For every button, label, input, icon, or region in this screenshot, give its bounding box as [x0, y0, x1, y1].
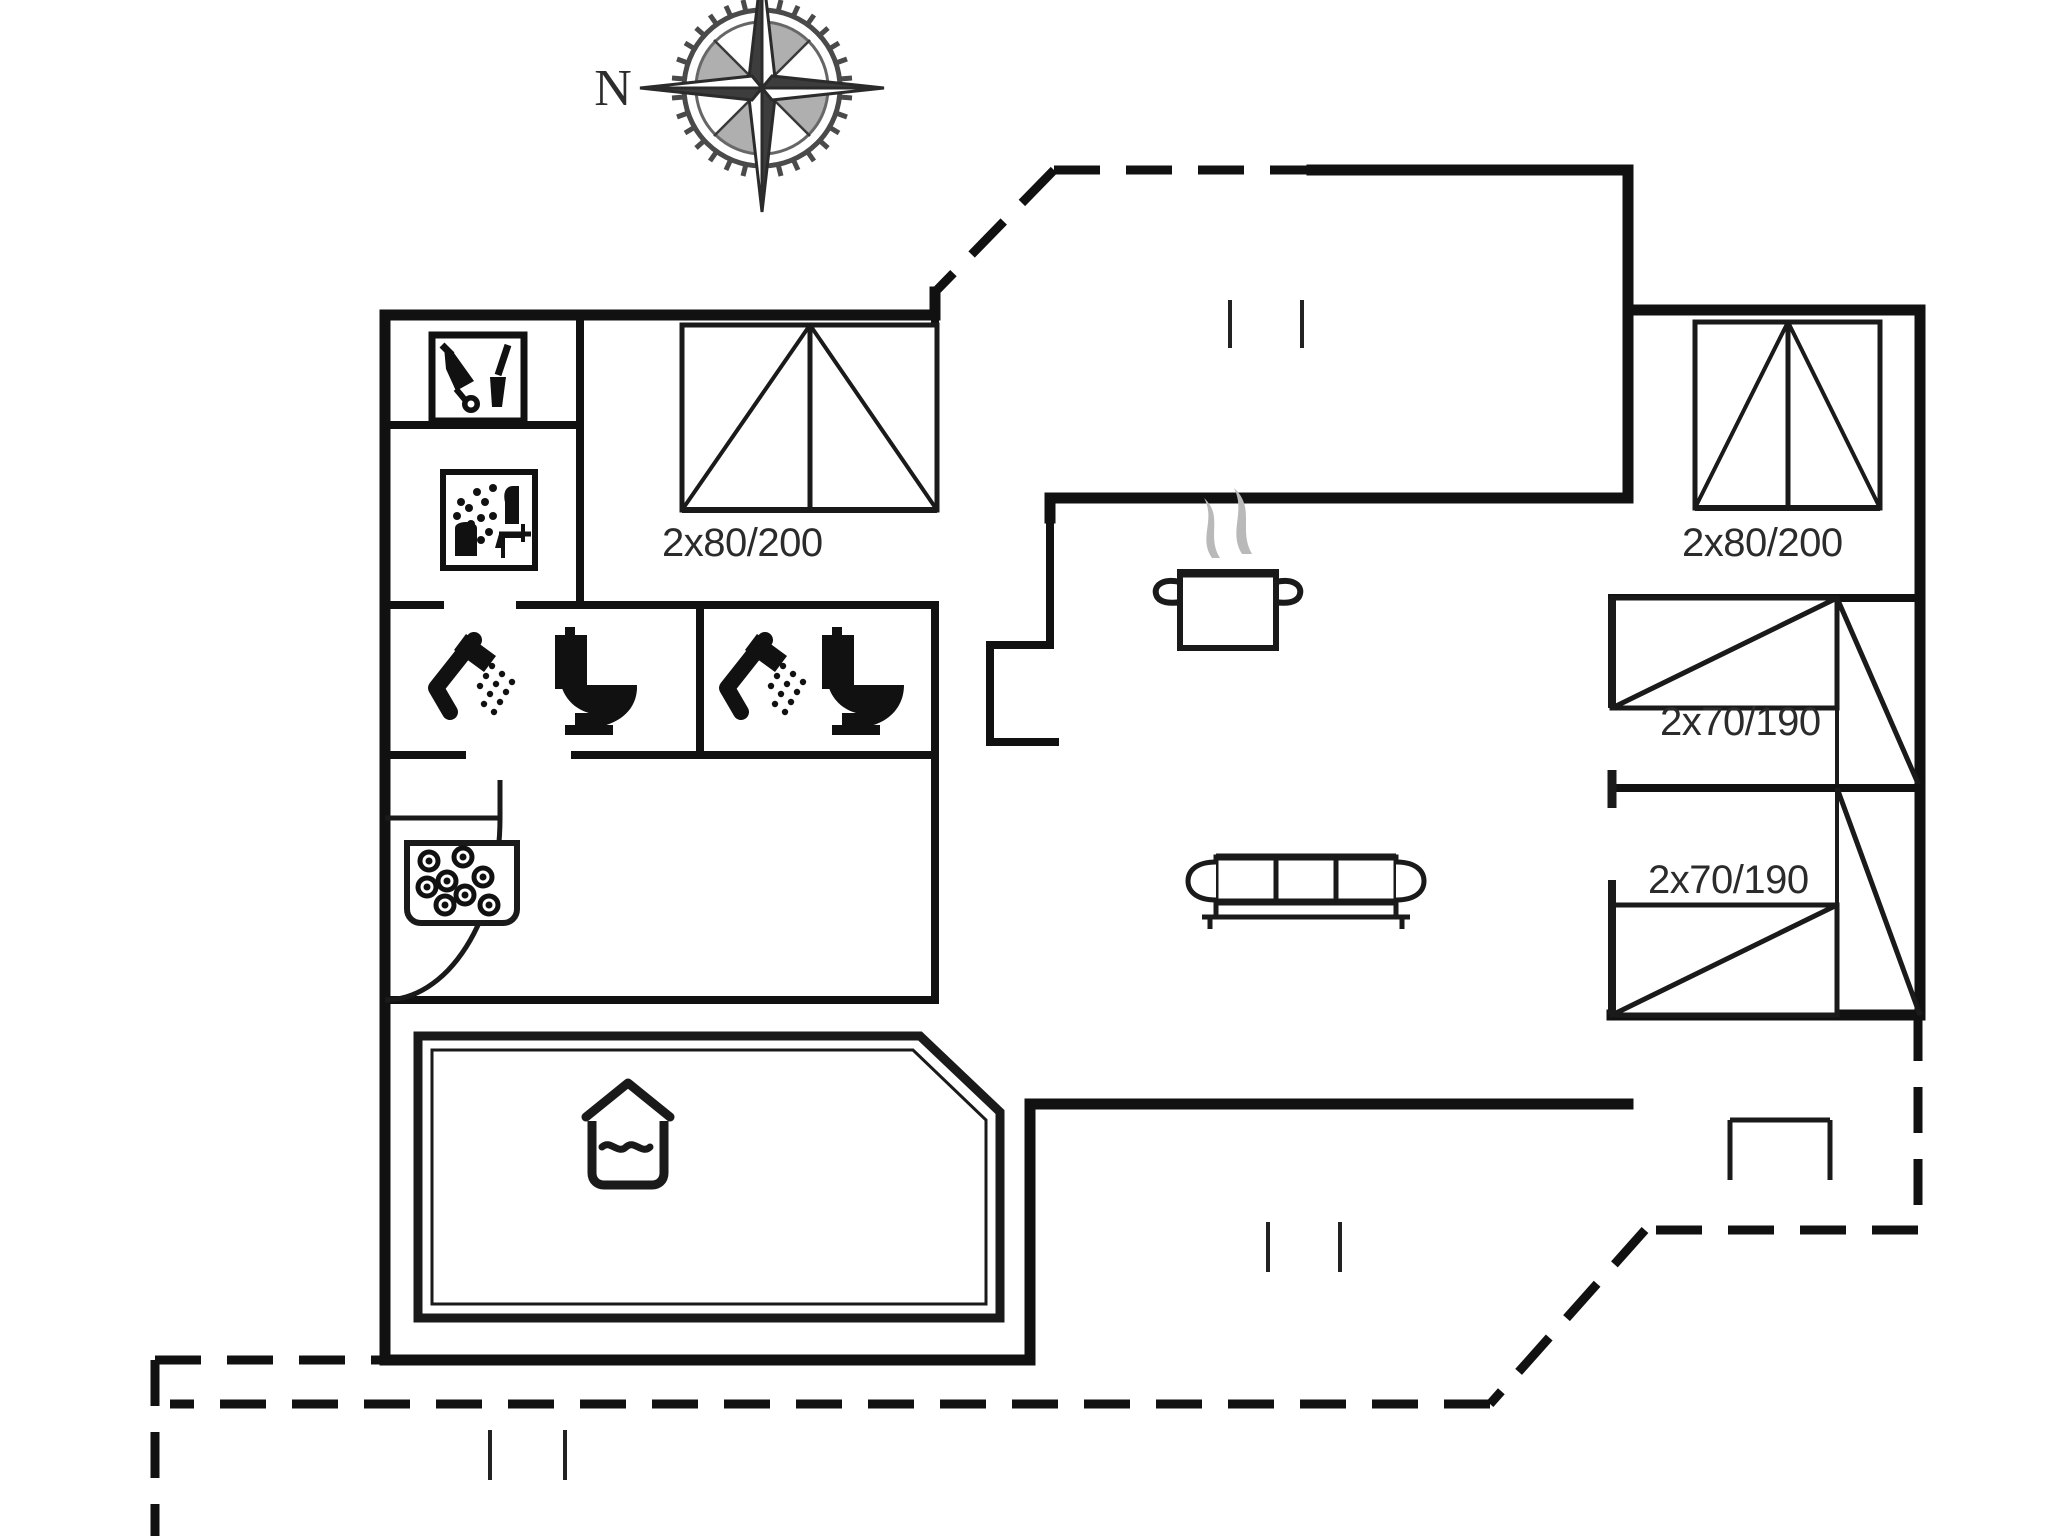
bed-left-double	[679, 322, 940, 513]
bunk-upper	[1607, 594, 1924, 808]
exterior-walls	[379, 164, 1926, 1366]
sofa-icon	[1185, 853, 1427, 929]
indoor-pool-icon	[581, 1078, 675, 1190]
shower-icon	[719, 632, 807, 720]
bed-label-left-double: 2x80/200	[662, 521, 823, 565]
compass-north-label: N	[594, 60, 632, 117]
bunk-lower	[1608, 787, 1923, 1018]
toilet-icon	[822, 627, 904, 735]
shower-icon	[428, 632, 516, 720]
sauna-icon	[440, 469, 538, 571]
window-marks	[488, 300, 1342, 1480]
bed-label-bunk-lower: 2x70/190	[1648, 858, 1809, 902]
terrace-outline	[150, 165, 1923, 1536]
kitchen-nook-walls	[986, 514, 1059, 746]
indoor-pool-basin	[413, 1031, 1005, 1323]
bed-label-right-double: 2x80/200	[1682, 521, 1843, 565]
toilet-icon	[555, 627, 637, 735]
wheelbarrow-broom-icon	[428, 331, 528, 425]
terrace-table	[1727, 1117, 1833, 1180]
whirlpool-jets-icon	[404, 840, 520, 926]
cooking-pot-icon	[1152, 488, 1304, 651]
bed-right-double	[1692, 319, 1883, 511]
bed-label-bunk-upper: 2x70/190	[1660, 700, 1821, 744]
compass-rose-icon	[639, 0, 885, 213]
